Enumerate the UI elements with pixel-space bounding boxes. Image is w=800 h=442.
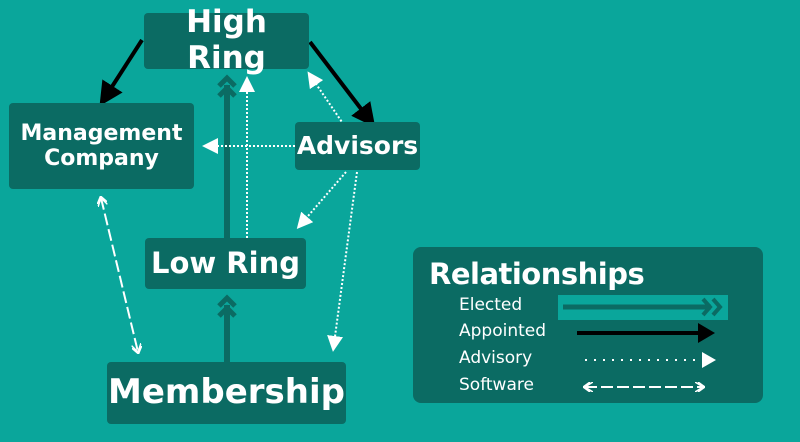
legend-appointed-swatch [577, 323, 715, 343]
node-low-ring: Low Ring [145, 238, 306, 289]
legend-advisory-swatch [585, 352, 716, 368]
legend-title: Relationships [429, 257, 645, 291]
elected-arrow-membership-lowring [217, 294, 237, 362]
advisory-arrow-advisors-lowring [296, 171, 347, 230]
legend-elected-swatch [558, 295, 728, 320]
advisors-label: Advisors [296, 130, 419, 160]
software-arrow-management-membership [101, 198, 138, 352]
membership-label: Membership [108, 372, 345, 413]
management-label-line1: Management [20, 120, 183, 146]
low-ring-label: Low Ring [151, 245, 300, 280]
node-membership: Membership [107, 362, 346, 424]
legend-label-software: Software [459, 375, 534, 395]
legend: Relationships Elected Appointed Advisory… [413, 247, 763, 403]
legend-swatches [558, 295, 728, 403]
management-label-line2: Company [44, 146, 159, 171]
node-advisors: Advisors [295, 122, 420, 170]
appointed-arrow-highring-management [99, 38, 144, 107]
legend-label-elected: Elected [459, 295, 523, 315]
high-ring-label: High Ring [186, 4, 267, 76]
legend-label-advisory: Advisory [459, 348, 533, 368]
node-high-ring: High Ring [144, 4, 309, 76]
elected-arrow-lowring-highring [217, 74, 237, 238]
legend-label-appointed: Appointed [459, 321, 547, 341]
advisory-arrow-advisors-membership [327, 171, 358, 352]
appointed-arrow-highring-advisors [308, 40, 376, 128]
